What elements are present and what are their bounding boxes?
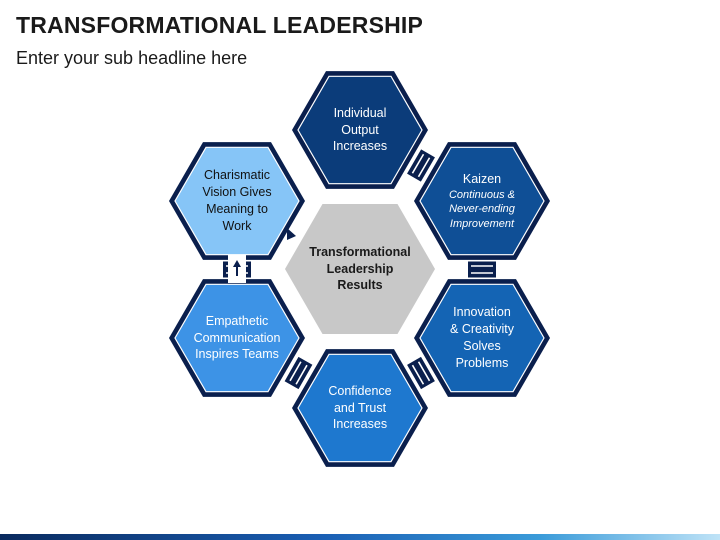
connector-link	[284, 356, 313, 390]
center-text-line: Leadership	[326, 261, 394, 276]
hexagon-text-line: Charismatic	[204, 168, 270, 183]
hexagon-empathetic-communication	[174, 283, 300, 393]
hexagon-text-line: & Creativity	[450, 322, 514, 337]
hexagon-text-line: Confidence	[328, 383, 392, 398]
hexagon-confidence-trust	[297, 353, 423, 463]
hexagon-text-line: Solves	[463, 339, 501, 353]
connector-link	[468, 261, 496, 278]
hexagon-text-line: Increases	[332, 417, 388, 432]
hexagon-text-line: Output	[341, 122, 379, 137]
arrow-head-icon	[233, 260, 241, 267]
hexagon-text-line: Innovation	[453, 305, 511, 320]
hexagon-text-line: Inspires Teams	[195, 347, 279, 362]
hexagon-individual-output	[297, 75, 423, 185]
hexagons	[169, 71, 550, 467]
center-text-line: Transformational	[309, 244, 411, 259]
hexagon-charismatic-vision	[174, 146, 300, 256]
hexagon-text-line: Work	[222, 218, 252, 233]
page-subtitle: Enter your sub headline here	[16, 48, 248, 68]
hexagon-text-line: Meaning to	[206, 202, 268, 216]
hexagon-subtext-line: Continuous &	[448, 188, 516, 201]
hexagon-kaizen	[419, 146, 545, 256]
center-hexagon	[285, 204, 435, 334]
hexagon-subtext-line: Improvement	[449, 217, 515, 230]
connector-line	[295, 364, 308, 385]
center-text-line: Results	[337, 278, 383, 293]
connector-line	[411, 364, 425, 385]
connector-link	[407, 149, 435, 182]
hexagon-text-line: Vision Gives	[202, 185, 272, 200]
connector-link	[407, 356, 435, 390]
connector-line	[417, 157, 431, 178]
hexagon-text-line: Increases	[332, 139, 388, 154]
hexagon-text-line: Individual	[333, 105, 387, 120]
hexagon-text-line: Empathetic	[205, 313, 269, 328]
hexagon-text-line: and Trust	[333, 400, 387, 415]
connector-line	[417, 361, 431, 382]
hexagon-subtext-line: Never-ending	[449, 203, 515, 216]
connector-line	[411, 153, 425, 174]
connector-line	[289, 361, 302, 382]
hexagon-text-line: Problems	[455, 355, 509, 370]
pointer-arrow-icon	[287, 228, 296, 240]
bottom-accent-bar	[0, 534, 720, 540]
hexagon-text-line: Kaizen	[462, 172, 502, 187]
hexagon-innovation-creativity	[419, 283, 545, 393]
hexagon-text-line: Communication	[193, 330, 281, 345]
page-title: TRANSFORMATIONAL LEADERSHIP	[16, 12, 424, 38]
